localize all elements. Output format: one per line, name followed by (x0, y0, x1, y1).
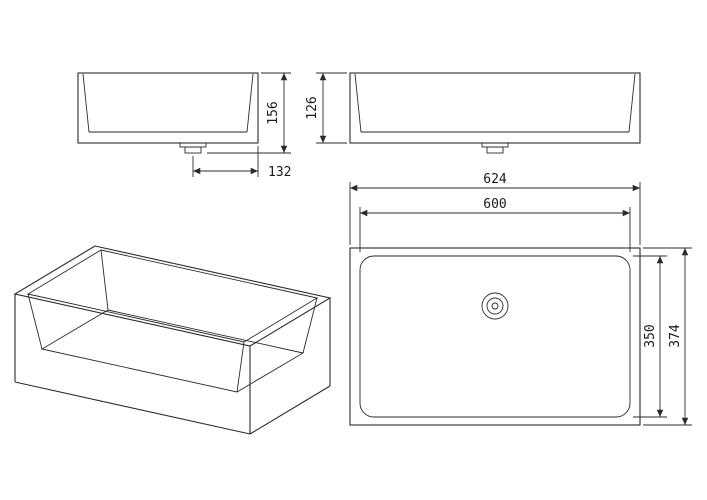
inner-wall-line (628, 73, 636, 133)
outer-rim-edge (13, 245, 332, 347)
outer-bottom-edge (249, 385, 331, 435)
side-height-dimension-label: 156 (266, 101, 281, 124)
inner-rim-edge (26, 249, 319, 343)
plan-outer-depth-dimension-label: 374 (668, 324, 683, 348)
front-elevation-outline (349, 72, 641, 144)
drain-inner-ring (486, 297, 504, 315)
height-dimension: 126 (305, 72, 347, 144)
drain-flange (481, 142, 509, 148)
inner-corner-edge (27, 293, 43, 350)
inner-corner-edge (302, 297, 318, 354)
height-dimension: 156 (207, 72, 291, 154)
side-elevation-outline (77, 72, 259, 144)
inner-width-dimension: 600 (359, 197, 631, 252)
drain-offset-dimension: 132 (192, 146, 291, 180)
plan-inner-width-dimension-label: 600 (483, 197, 506, 212)
outer-width-dimension: 624 (349, 172, 641, 245)
inner-depth-dimension: 350 (633, 255, 667, 418)
inner-wall-line (246, 73, 254, 133)
plan-inner-basin-outline (359, 255, 631, 418)
drain-outer-ring (481, 292, 509, 320)
plan-outer-outline (349, 247, 641, 426)
drain-flange (179, 142, 207, 148)
inner-corner-edge (100, 249, 109, 311)
front-height-dimension-label: 126 (305, 96, 320, 119)
plan-view: 624 600 350 374 (349, 172, 692, 426)
isometric-view (13, 245, 332, 435)
front-elevation-view: 126 (305, 72, 641, 154)
drain-center (491, 302, 499, 310)
inner-wall-line (354, 73, 362, 133)
drain-offset-dimension-label: 132 (268, 165, 291, 180)
side-elevation-view: 156 132 (77, 72, 291, 180)
outer-bottom-edge (14, 381, 251, 435)
inner-floor-edge (40, 309, 305, 393)
drain-pipe (486, 146, 504, 154)
drain-pipe (184, 146, 202, 154)
inner-corner-edge (236, 341, 245, 393)
inner-wall-line (82, 73, 90, 133)
plan-inner-depth-dimension-label: 350 (643, 324, 658, 347)
plan-outer-width-dimension-label: 624 (483, 172, 507, 187)
outer-depth-dimension: 374 (643, 247, 692, 426)
